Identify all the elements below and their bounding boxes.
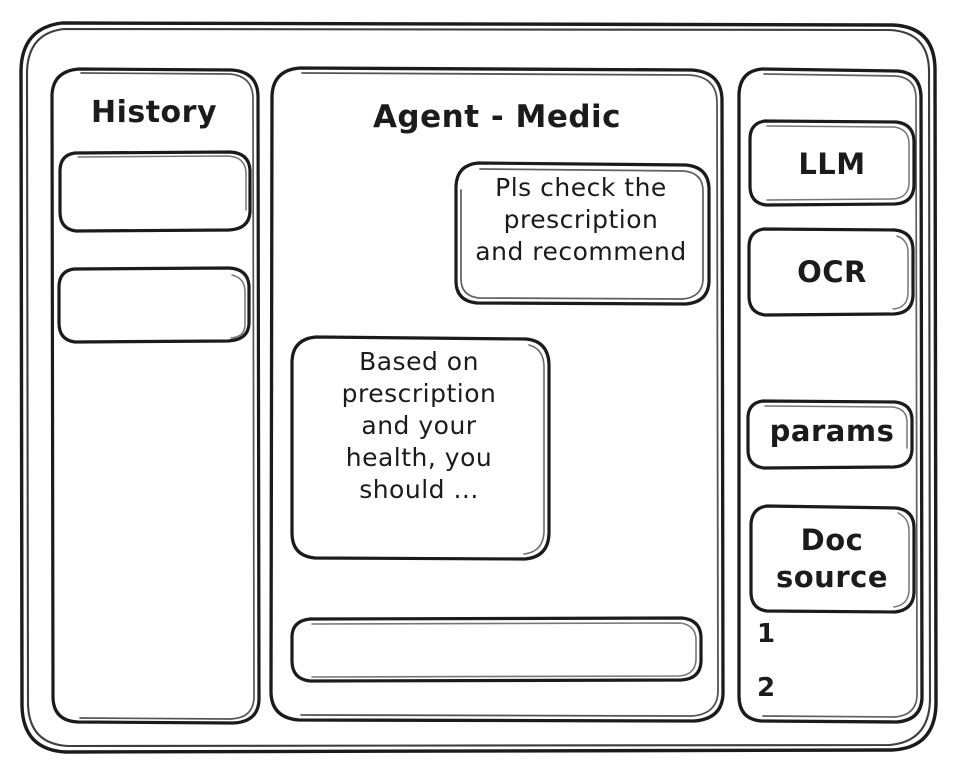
user-message-bubble: Pls check the prescription and recommend xyxy=(475,173,687,266)
params-button-label: params xyxy=(769,414,895,448)
sidebar-title: History xyxy=(90,95,218,130)
agent-message-bubble: Based on prescription and your health, y… xyxy=(341,347,497,504)
doc-source-button-label: Doc source xyxy=(776,523,888,595)
llm-button-label: LLM xyxy=(798,147,866,181)
history-item-2[interactable] xyxy=(58,267,250,343)
ocr-button-label: OCR xyxy=(797,255,867,289)
history-item-1[interactable] xyxy=(59,151,251,232)
page-title: Agent - Medic xyxy=(372,99,622,135)
composer-input[interactable] xyxy=(292,617,702,682)
doc-source-item-1[interactable]: 1 xyxy=(757,619,776,649)
doc-source-item-2[interactable]: 2 xyxy=(757,673,776,703)
